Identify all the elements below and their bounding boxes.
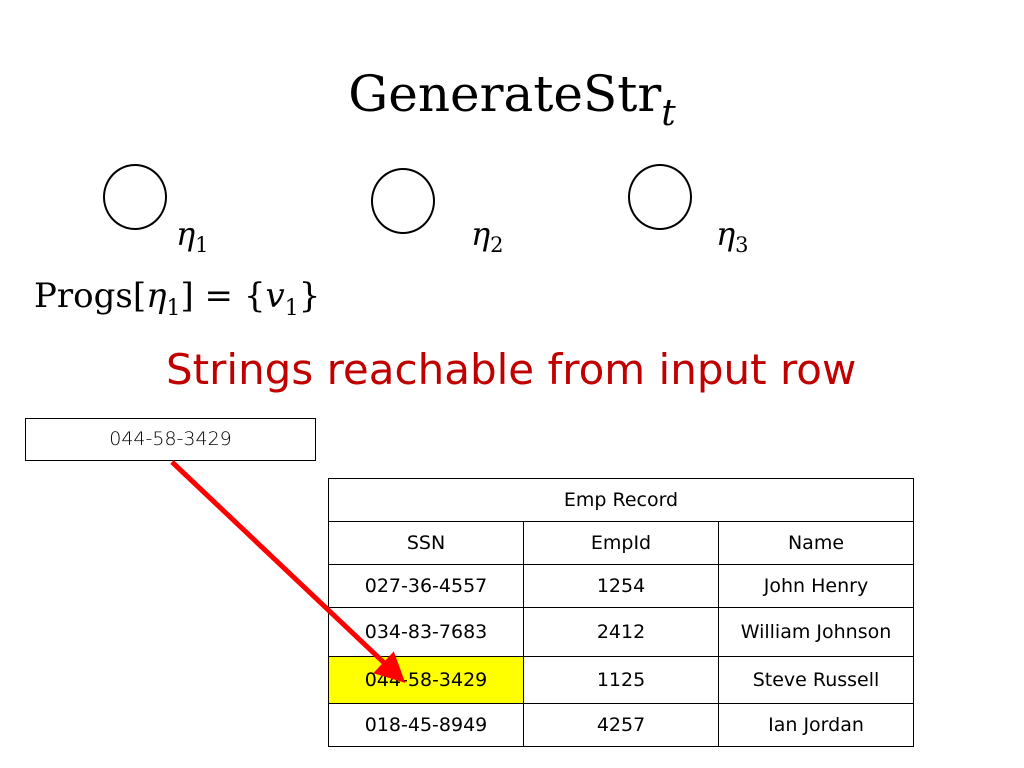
node-label-3-symbol: η: [716, 215, 736, 253]
empid-cell: 1125: [523, 656, 719, 704]
name-cell: John Henry: [718, 564, 914, 608]
node-circle-1: [103, 164, 167, 230]
node-label-2: η2: [471, 214, 504, 265]
node-label-3: η3: [716, 214, 749, 265]
progs-arg-index: 1: [166, 296, 181, 321]
table-row: 027-36-4557 1254 John Henry: [328, 564, 914, 608]
table-row: 044-58-3429 1125 Steve Russell: [328, 656, 914, 704]
node-label-1: η1: [176, 214, 209, 265]
progs-arg-symbol: η: [146, 276, 167, 316]
node-circle-2: [371, 168, 435, 234]
node-circle-3: [628, 164, 692, 230]
node-label-3-index: 3: [735, 233, 749, 257]
title-base: GenerateStr: [348, 65, 662, 123]
empid-cell: 2412: [523, 607, 719, 657]
node-label-1-index: 1: [195, 233, 209, 257]
ssn-cell-highlighted: 044-58-3429: [328, 656, 524, 704]
table-row: 018-45-8949 4257 Ian Jordan: [328, 703, 914, 747]
progs-value-symbol: v: [265, 276, 285, 316]
column-header-ssn: SSN: [328, 521, 524, 565]
node-label-2-index: 2: [490, 233, 504, 257]
section-heading: Strings reachable from input row: [166, 345, 857, 394]
title-subscript: t: [661, 93, 676, 134]
node-label-2-symbol: η: [471, 215, 491, 253]
progs-equation: Progs[η1] = {v1}: [34, 276, 321, 321]
column-header-name: Name: [718, 521, 914, 565]
empid-cell: 1254: [523, 564, 719, 608]
progs-value-index: 1: [284, 296, 299, 321]
ssn-cell: 027-36-4557: [328, 564, 524, 608]
progs-equals: =: [204, 276, 234, 316]
slide-title: GenerateStrt: [0, 62, 1024, 146]
column-header-empid: EmpId: [523, 521, 719, 565]
progs-name: Progs: [34, 276, 133, 316]
emp-record-table: Emp Record SSN EmpId Name 027-36-4557 12…: [328, 478, 914, 747]
ssn-cell: 034-83-7683: [328, 607, 524, 657]
name-cell: Ian Jordan: [718, 703, 914, 747]
name-cell: William Johnson: [718, 607, 914, 657]
empid-cell: 4257: [523, 703, 719, 747]
name-cell: Steve Russell: [718, 656, 914, 704]
ssn-cell: 018-45-8949: [328, 703, 524, 747]
table-caption: Emp Record: [328, 478, 914, 522]
table-row: 034-83-7683 2412 William Johnson: [328, 607, 914, 657]
input-row-cell: 044-58-3429: [25, 418, 316, 461]
node-label-1-symbol: η: [176, 215, 196, 253]
